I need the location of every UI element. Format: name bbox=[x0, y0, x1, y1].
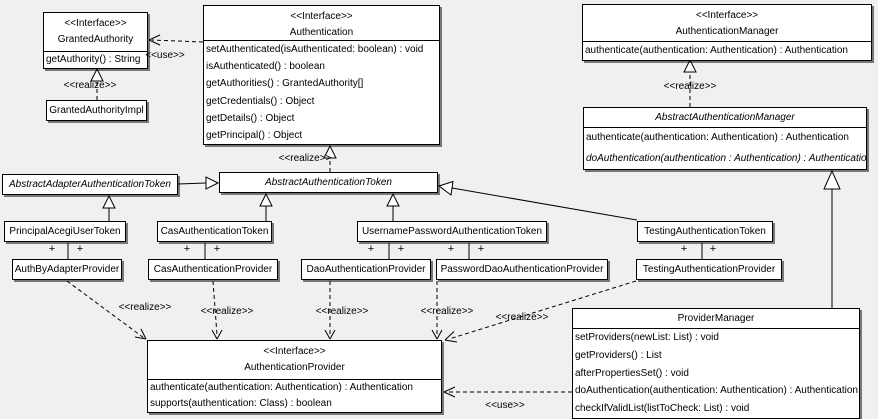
method: supports(authentication: Class) : boolea… bbox=[150, 398, 332, 409]
class-name: AuthenticationManager bbox=[675, 26, 779, 37]
method: getProviders() : List bbox=[575, 349, 662, 361]
realize-label: <<realize>> bbox=[420, 306, 474, 317]
method: getAuthorities() : GrantedAuthority[] bbox=[206, 78, 364, 90]
class-name: AbstractAuthenticationManager bbox=[655, 112, 795, 123]
use-providermanager-to-authenticationprovider bbox=[443, 386, 572, 398]
class-granted-authority-impl[interactable]: GrantedAuthorityImpl bbox=[46, 100, 147, 121]
realize-label: <<realize>> bbox=[200, 306, 254, 317]
class-abstract-adapter-authentication-token[interactable]: AbstractAdapterAuthenticationToken bbox=[2, 174, 178, 195]
class-auth-by-adapter-provider[interactable]: AuthByAdapterProvider bbox=[12, 259, 122, 280]
method: authenticate(authentication: Authenticat… bbox=[585, 45, 848, 56]
class-cas-authentication-token[interactable]: CasAuthenticationToken bbox=[157, 221, 272, 242]
method: doAuthentication(authentication : Authen… bbox=[586, 152, 867, 164]
stereotype-label: <<Interface>> bbox=[64, 18, 127, 29]
method-compartment: setAuthenticated(isAuthenticated: boolea… bbox=[204, 40, 439, 144]
class-authentication-manager[interactable]: <<Interface>> AuthenticationManager auth… bbox=[582, 4, 872, 61]
class-name: GrantedAuthorityImpl bbox=[49, 105, 144, 116]
use-label: <<use>> bbox=[485, 400, 525, 411]
class-name: PasswordDaoAuthenticationProvider bbox=[440, 264, 604, 275]
method: setAuthenticated(isAuthenticated: boolea… bbox=[206, 44, 424, 55]
stereotype-label: <<Interface>> bbox=[695, 10, 759, 21]
class-name: TestingAuthenticationToken bbox=[644, 226, 766, 237]
association-end-label: + bbox=[183, 243, 191, 255]
association-end-label: + bbox=[367, 243, 375, 255]
gen-providermanager-to-abstractauthenticationmanager bbox=[823, 169, 841, 308]
method-compartment: authenticate(authentication: Authenticat… bbox=[583, 41, 871, 60]
class-name: Authentication bbox=[289, 27, 354, 38]
class-cas-authentication-provider[interactable]: CasAuthenticationProvider bbox=[148, 259, 278, 280]
association-end-label: + bbox=[397, 243, 405, 255]
class-name: AuthByAdapterProvider bbox=[14, 264, 120, 275]
class-header: ProviderManager bbox=[573, 309, 859, 328]
realize-label: <<realize>> bbox=[63, 80, 117, 91]
class-provider-manager[interactable]: ProviderManager setProviders(newList: Li… bbox=[572, 308, 860, 419]
method: getCredentials() : Object bbox=[206, 95, 315, 107]
class-name: CasAuthenticationProvider bbox=[153, 264, 273, 275]
class-testing-authentication-token[interactable]: TestingAuthenticationToken bbox=[637, 221, 773, 242]
stereotype-label: <<Interface>> bbox=[290, 11, 353, 22]
class-granted-authority[interactable]: <<Interface>> GrantedAuthority getAuthor… bbox=[43, 12, 148, 69]
class-name: UsernamePasswordAuthenticationToken bbox=[361, 226, 543, 237]
gen-abstractadapter-to-abstracttoken bbox=[177, 176, 220, 190]
method-compartment: setProviders(newList: List) : void getPr… bbox=[573, 328, 859, 418]
assoc-token-provider-lines bbox=[67, 243, 703, 259]
class-name: GrantedAuthority bbox=[57, 34, 134, 45]
class-dao-authentication-provider[interactable]: DaoAuthenticationProvider bbox=[301, 259, 431, 280]
gen-casauthenticationtoken bbox=[259, 192, 273, 221]
method-compartment: authenticate(authentication: Authenticat… bbox=[584, 127, 866, 169]
class-name: TestingAuthenticationProvider bbox=[642, 264, 776, 275]
class-name: AbstractAdapterAuthenticationToken bbox=[9, 179, 171, 190]
realize-label: <<realize>> bbox=[315, 306, 369, 317]
association-end-label: + bbox=[48, 243, 56, 255]
association-end-label: + bbox=[709, 243, 717, 255]
class-authentication-provider[interactable]: <<Interface>> AuthenticationProvider aut… bbox=[147, 340, 442, 413]
class-username-password-authentication-token[interactable]: UsernamePasswordAuthenticationToken bbox=[357, 221, 547, 242]
class-header: <<Interface>> GrantedAuthority bbox=[44, 13, 147, 51]
stereotype-label: <<Interface>> bbox=[263, 346, 326, 357]
class-header: AbstractAuthenticationManager bbox=[584, 108, 866, 127]
method: authenticate(authentication: Authenticat… bbox=[586, 132, 849, 143]
class-abstract-authentication-token[interactable]: AbstractAuthenticationToken bbox=[219, 172, 438, 193]
class-header: <<Interface>> AuthenticationProvider bbox=[148, 341, 441, 379]
realize-label: <<realize>> bbox=[663, 81, 717, 92]
method-compartment: getAuthority() : String bbox=[44, 51, 147, 68]
gen-testingauthenticationtoken bbox=[437, 180, 638, 221]
class-header: <<Interface>> Authentication bbox=[204, 6, 439, 40]
method: checkIfValidList(listToCheck: List) : vo… bbox=[575, 403, 750, 415]
class-name: ProviderManager bbox=[677, 313, 755, 324]
method-compartment: authenticate(authentication: Authenticat… bbox=[148, 379, 441, 412]
class-name: AbstractAuthenticationToken bbox=[265, 177, 392, 188]
association-end-label: + bbox=[213, 243, 221, 255]
method: doAuthentication(authentication: Authent… bbox=[575, 385, 858, 397]
class-authentication[interactable]: <<Interface>> Authentication setAuthenti… bbox=[203, 5, 440, 145]
class-name: AuthenticationProvider bbox=[244, 362, 345, 373]
gen-principalacegiusertoken bbox=[102, 194, 116, 221]
association-end-label: + bbox=[447, 243, 455, 255]
class-name: PrincipalAcegiUserToken bbox=[9, 226, 121, 237]
use-label: <<use>> bbox=[145, 50, 185, 61]
realize-label: <<realize>> bbox=[278, 153, 332, 164]
method: getAuthority() : String bbox=[46, 54, 141, 65]
method: authenticate(authentication: Authenticat… bbox=[150, 382, 413, 393]
class-name: DaoAuthenticationProvider bbox=[306, 264, 426, 275]
class-abstract-authentication-manager[interactable]: AbstractAuthenticationManager authentica… bbox=[583, 107, 867, 170]
class-header: <<Interface>> AuthenticationManager bbox=[583, 5, 871, 41]
gen-usernamepasswordtoken bbox=[386, 192, 400, 221]
class-principal-acegi-user-token[interactable]: PrincipalAcegiUserToken bbox=[4, 221, 126, 242]
class-name: CasAuthenticationToken bbox=[160, 226, 269, 237]
class-password-dao-authentication-provider[interactable]: PasswordDaoAuthenticationProvider bbox=[436, 259, 608, 280]
association-end-label: + bbox=[76, 243, 84, 255]
realize-label: <<realize>> bbox=[495, 312, 549, 323]
realize-label: <<realize>> bbox=[118, 302, 172, 313]
method: getDetails() : Object bbox=[206, 112, 295, 124]
use-authentication-to-grantedauthority bbox=[148, 34, 204, 46]
association-end-label: + bbox=[680, 243, 688, 255]
association-end-label: + bbox=[477, 243, 485, 255]
method: getPrincipal() : Object bbox=[206, 129, 303, 141]
method: setProviders(newList: List) : void bbox=[575, 332, 719, 343]
method: afterPropertiesSet() : void bbox=[575, 367, 689, 379]
class-testing-authentication-provider[interactable]: TestingAuthenticationProvider bbox=[636, 259, 782, 280]
method: isAuthenticated() : boolean bbox=[206, 61, 325, 73]
